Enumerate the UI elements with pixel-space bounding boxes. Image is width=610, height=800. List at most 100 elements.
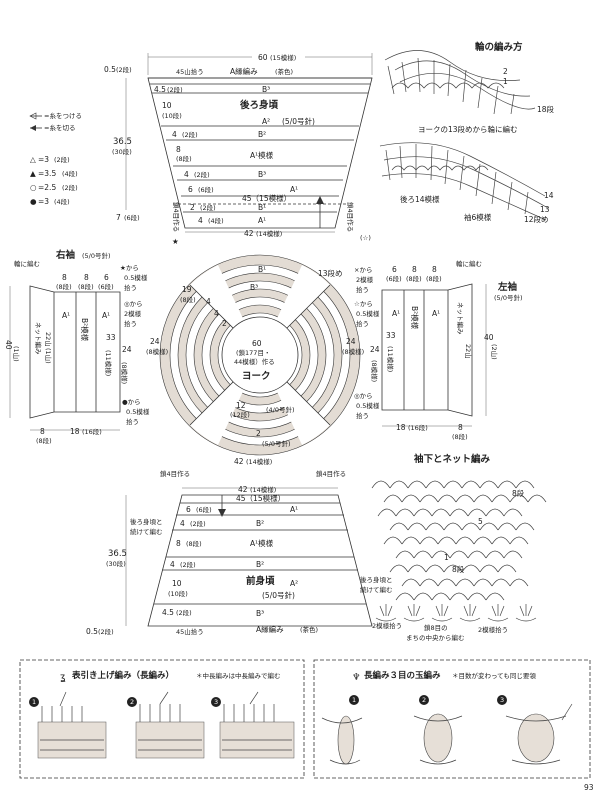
front-pickup: 45山拾う [176, 627, 204, 636]
back-row-3-h: 8 [176, 145, 181, 154]
back-bottom-width: 42 [244, 229, 254, 238]
front-row4-p: A² [290, 579, 298, 588]
net-arc [461, 564, 481, 573]
net-picot [403, 604, 425, 622]
net-arc [461, 480, 481, 489]
ls-wc: ◎から [354, 392, 373, 400]
net-arc [515, 480, 535, 489]
net-arc [383, 536, 403, 545]
net-arc [413, 550, 433, 559]
front-row1-h: 4 [180, 519, 185, 528]
yoke-r2: 2 [222, 319, 227, 328]
back-row-3-p: A¹模様 [250, 150, 274, 160]
net-arc [527, 494, 547, 503]
net-arc [389, 564, 409, 573]
back-right-note: 鎖4目作る [346, 202, 355, 232]
front-row5-p: B³ [256, 609, 264, 618]
net-arc [497, 480, 517, 489]
ls-h40: 40 [484, 333, 494, 342]
net-arc [449, 592, 469, 601]
net-arc [401, 578, 421, 587]
back-title: 後ろ身頃 [240, 99, 279, 111]
back-row-0-p: B³ [262, 85, 270, 94]
back-top-width-pat: (15模様) [270, 53, 296, 62]
net-arc [401, 536, 421, 545]
net-arc [443, 522, 463, 531]
right-sleeve-panel: 右袖 (5/0号針) 輪に編む 8 (8段) 8 (8段) 6 (6段) ネット… [4, 249, 150, 445]
rs-a1: A¹ [62, 311, 70, 320]
ls-col0-r: (6段) [386, 274, 402, 283]
rs-col0-w: 8 [62, 273, 67, 282]
ls-h33: 33 [386, 331, 396, 340]
rs-wc3: 拾う [124, 319, 137, 328]
yoke-center1: 60 [252, 339, 262, 348]
bl-step-1: 1 [29, 691, 107, 759]
yoke-r19: 19 [182, 285, 192, 294]
net-arc [509, 536, 529, 545]
yoke-side-l-rows: (8模様) [146, 347, 168, 356]
ring-n2: 2 [503, 67, 508, 76]
ls-title: 左袖 [497, 281, 518, 293]
back-edging: A縁編み [230, 66, 258, 76]
yoke-center3: 44模様）作る [234, 357, 275, 366]
rs-bot8r: (8段) [36, 436, 52, 445]
yoke-label: ヨーク [242, 371, 271, 382]
rs-col1-r: (8段) [78, 282, 94, 291]
net-arc [467, 508, 487, 517]
front-needle: (5/0号針) [262, 590, 295, 600]
net-arc [455, 536, 475, 545]
back-row-6-p: 45（15模様） [242, 193, 291, 203]
front-row3-r: (2段) [180, 560, 196, 569]
yoke-bottom: 42 [234, 457, 244, 466]
legend-sym-0: △ [30, 155, 36, 164]
ls-wc2: 0.5模様 [356, 401, 380, 410]
net-arc [413, 508, 433, 517]
net-picot [487, 604, 509, 622]
net-arc [407, 564, 427, 573]
ls-ring: 輪に編む [456, 259, 482, 268]
legend-row-0: (2段) [54, 155, 70, 164]
front-edging-color: (茶色) [300, 625, 318, 634]
front-row4-h: 10 [172, 579, 182, 588]
bottom-left-box: ʓ 表引き上げ編み（長編み） ＊中長編みは中長編みで編む 1 2 3 [19, 659, 305, 779]
rs-h24: 24 [122, 345, 132, 354]
svg-text:1: 1 [352, 696, 356, 704]
bl-note: ＊中長編みは中長編みで編む [196, 671, 281, 680]
br-step-1: 1 [321, 695, 363, 765]
net-arc [437, 578, 457, 587]
yoke-n50: (5/0号針) [262, 439, 291, 448]
net-arc [419, 494, 439, 503]
front-height-rows: (30段) [106, 559, 126, 568]
front-row5-r: (2段) [176, 608, 192, 617]
net-arc [509, 578, 529, 587]
net-arc [473, 494, 493, 503]
ring-title: 輪の編み方 [475, 41, 523, 53]
back-pickup: 45山拾う [176, 67, 204, 76]
net-arc [479, 480, 499, 489]
front-row2-r: (8段) [186, 539, 202, 548]
yoke-r12: 12 [236, 401, 246, 410]
ls-a1b: A¹ [432, 309, 440, 318]
net-arc [431, 508, 451, 517]
rs-h33: 33 [106, 333, 116, 342]
gusset-r8: 8段 [512, 488, 525, 498]
gusset-note1: 後ろ身頃と [360, 575, 393, 584]
ls-net: ネット編み [456, 302, 465, 335]
rs-bc2: 0.5模様 [126, 407, 150, 416]
ring-note: ヨークの13段めから輪に編む [418, 124, 518, 134]
net-arc [437, 536, 457, 545]
net-picot [375, 604, 397, 622]
rs-b2: B²模様 [80, 318, 90, 342]
back-row-7-h: 2 [190, 203, 195, 212]
back-row-3-r: (8段) [176, 154, 192, 163]
rs-col0-r: (8段) [56, 282, 72, 291]
net-arc [437, 494, 457, 503]
ring-back: 後ろ14模様 [400, 194, 440, 204]
front-row3-h: 4 [170, 560, 175, 569]
back-row-2-r: (2段) [182, 130, 198, 139]
back-body-panel: 60 (15模様) 0.5 (2段) 45山拾う A縁編み (茶色) 後ろ身頃 … [104, 53, 373, 246]
yoke-side-r: 24 [346, 337, 356, 346]
rs-col2-w: 6 [104, 273, 109, 282]
yoke-bottom-pat: (14模様) [246, 457, 272, 466]
yoke-r19b: (8段) [180, 295, 196, 304]
